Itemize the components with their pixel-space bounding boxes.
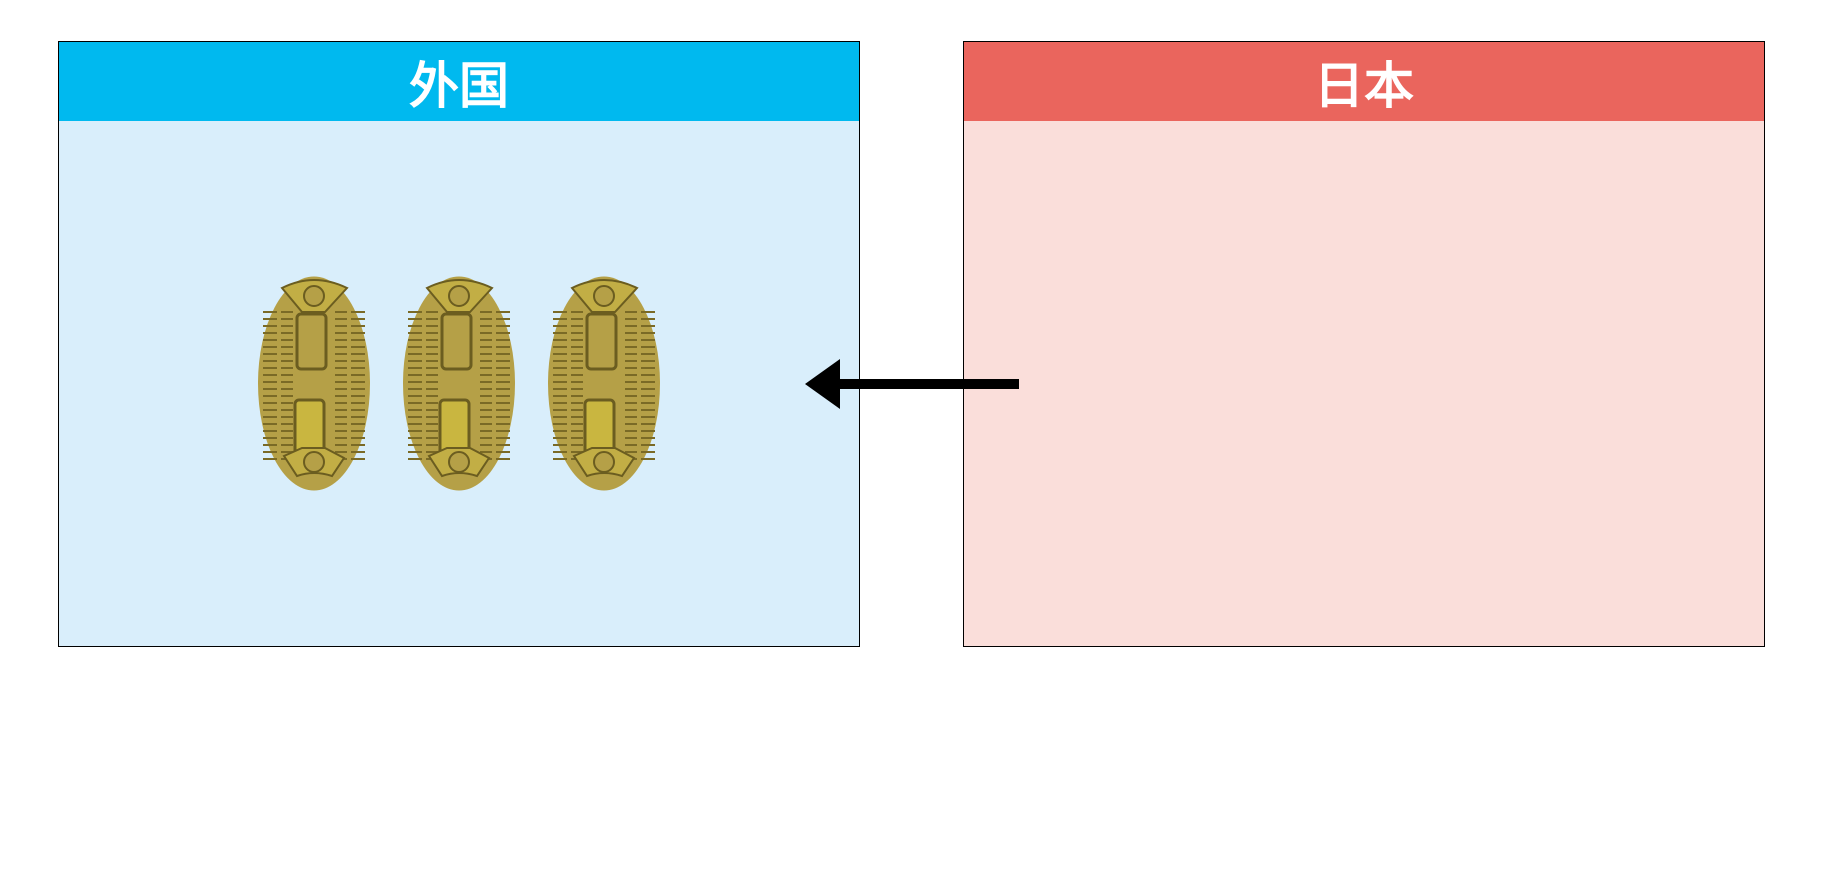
japan-panel-title: 日本 — [964, 42, 1764, 121]
japan-panel: 日本 — [963, 41, 1765, 647]
koban-coin-icon — [257, 276, 371, 491]
foreign-panel-title: 外国 — [59, 42, 859, 121]
koban-coin-icon — [402, 276, 516, 491]
japan-panel-body — [964, 121, 1764, 646]
koban-coin-icon — [547, 276, 661, 491]
